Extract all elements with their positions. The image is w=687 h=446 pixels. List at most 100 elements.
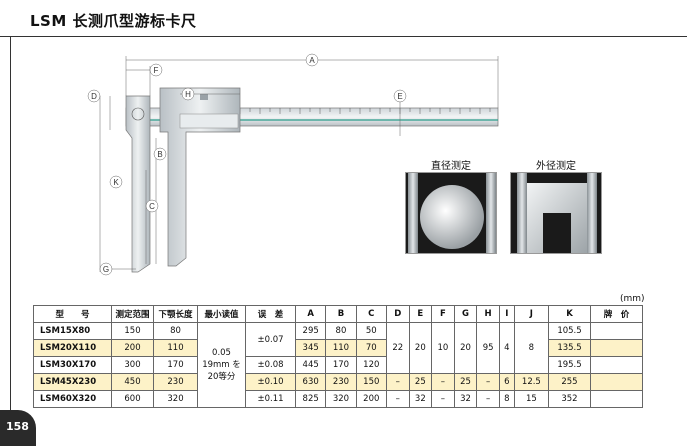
dim-f-label: F [154, 66, 159, 75]
cell-price [590, 356, 643, 374]
cell-d: – [385, 390, 410, 408]
col-f: F [431, 305, 455, 323]
col-range: 测定范围 [111, 305, 154, 323]
dim-k-label: K [113, 178, 119, 187]
cell-c: 70 [355, 339, 387, 357]
cell-f-common: 10 [431, 322, 455, 374]
left-rule [10, 36, 11, 416]
cell-k: 195.5 [547, 356, 592, 374]
col-a: A [294, 305, 327, 323]
cell-jaw: 170 [153, 356, 198, 374]
col-k: K [547, 305, 592, 323]
inner-photo-label: 直径测定 [431, 161, 471, 172]
cell-g-common: 20 [453, 322, 478, 374]
cell-e: 25 [408, 373, 433, 391]
cell-h: – [476, 373, 500, 391]
col-e: E [408, 305, 433, 323]
cell-error: ±0.08 [245, 356, 296, 374]
spec-table: 型 号 测定范围 下颚长度 最小读值 误 差 A B C D E F G H I… [33, 305, 643, 408]
cell-jaw: 110 [153, 339, 198, 357]
caliper-drawing: A F D H E B K C G [87, 53, 499, 276]
col-b: B [325, 305, 357, 323]
cell-b: 170 [325, 356, 357, 374]
cell-error: ±0.10 [245, 373, 296, 391]
col-resolution: 最小读值 [197, 305, 246, 323]
table-row: LSM30X170 300 170 ±0.08 445 170 120 195.… [33, 356, 643, 374]
top-rule [0, 36, 687, 37]
sliding-jaw [159, 87, 241, 267]
col-c: C [355, 305, 387, 323]
resolution-value: 0.05 [212, 348, 231, 358]
cell-e-common: 20 [408, 322, 433, 374]
cell-price [590, 339, 643, 357]
cell-model: LSM15X80 [33, 322, 112, 340]
cell-range: 600 [111, 390, 154, 408]
cell-price [590, 390, 643, 408]
cell-jaw: 230 [153, 373, 198, 391]
header-row: 型 号 测定范围 下颚长度 最小读值 误 差 A B C D E F G H I… [33, 305, 643, 323]
cell-j: 15 [513, 390, 549, 408]
col-h: H [476, 305, 500, 323]
cell-c: 120 [355, 356, 387, 374]
cell-resolution: 0.05 19mm を 20等分 [197, 322, 246, 408]
cell-a: 295 [294, 322, 327, 340]
cell-d: – [385, 373, 410, 391]
cell-b: 320 [325, 390, 357, 408]
outer-photo-label: 外径测定 [536, 161, 576, 172]
cell-range: 300 [111, 356, 154, 374]
cell-h-common: 95 [476, 322, 500, 374]
dim-h-label: H [185, 90, 191, 99]
cell-b: 230 [325, 373, 357, 391]
unit-label: (mm) [620, 294, 645, 304]
cell-f: – [431, 390, 455, 408]
cell-a: 445 [294, 356, 327, 374]
beam-scale [239, 108, 491, 114]
cell-price [590, 322, 643, 340]
cell-f: – [431, 373, 455, 391]
cell-g: 25 [453, 373, 478, 391]
thumb-screw [200, 94, 208, 100]
cell-jaw: 320 [153, 390, 198, 408]
table-row: LSM45X230 450 230 ±0.10 630 230 150 – 25… [33, 373, 643, 391]
cell-k: 105.5 [547, 322, 592, 340]
cell-c: 200 [355, 390, 387, 408]
cell-range: 450 [111, 373, 154, 391]
cell-range: 200 [111, 339, 154, 357]
cell-model: LSM20X110 [33, 339, 112, 357]
fixed-jaw [125, 95, 151, 273]
table-row: LSM20X110 200 110 345 110 70 135.5 [33, 339, 643, 357]
cell-range: 150 [111, 322, 154, 340]
cell-e: 32 [408, 390, 433, 408]
resolution-note-2: 20等分 [207, 372, 236, 382]
page-tab [0, 410, 36, 446]
cell-j-common: 8 [513, 322, 549, 374]
cell-i: 6 [498, 373, 515, 391]
cell-k: 135.5 [547, 339, 592, 357]
cell-a: 345 [294, 339, 327, 357]
cell-price [590, 373, 643, 391]
outer-diameter-illustration [511, 173, 601, 253]
dim-a-label: A [309, 56, 315, 65]
cell-a: 825 [294, 390, 327, 408]
dim-g-label: G [103, 265, 109, 274]
col-model: 型 号 [33, 305, 112, 323]
diameter-illustration [406, 173, 496, 253]
col-g: G [453, 305, 478, 323]
outer-diameter-photo [510, 172, 602, 254]
cell-c: 150 [355, 373, 387, 391]
cell-j: 12.5 [513, 373, 549, 391]
resolution-note-1: 19mm を [202, 360, 241, 370]
cell-model: LSM30X170 [33, 356, 112, 374]
cell-error: ±0.07 [245, 322, 296, 357]
diameter-photo [405, 172, 497, 254]
cell-b: 110 [325, 339, 357, 357]
cell-model: LSM60X320 [33, 390, 112, 408]
col-jaw: 下颚长度 [153, 305, 198, 323]
dim-c-label: C [149, 202, 155, 211]
dim-d-label: D [91, 92, 97, 101]
cell-h: – [476, 390, 500, 408]
cell-i-common: 4 [498, 322, 515, 374]
cell-c: 50 [355, 322, 387, 340]
cell-b: 80 [325, 322, 357, 340]
cell-k: 352 [547, 390, 592, 408]
